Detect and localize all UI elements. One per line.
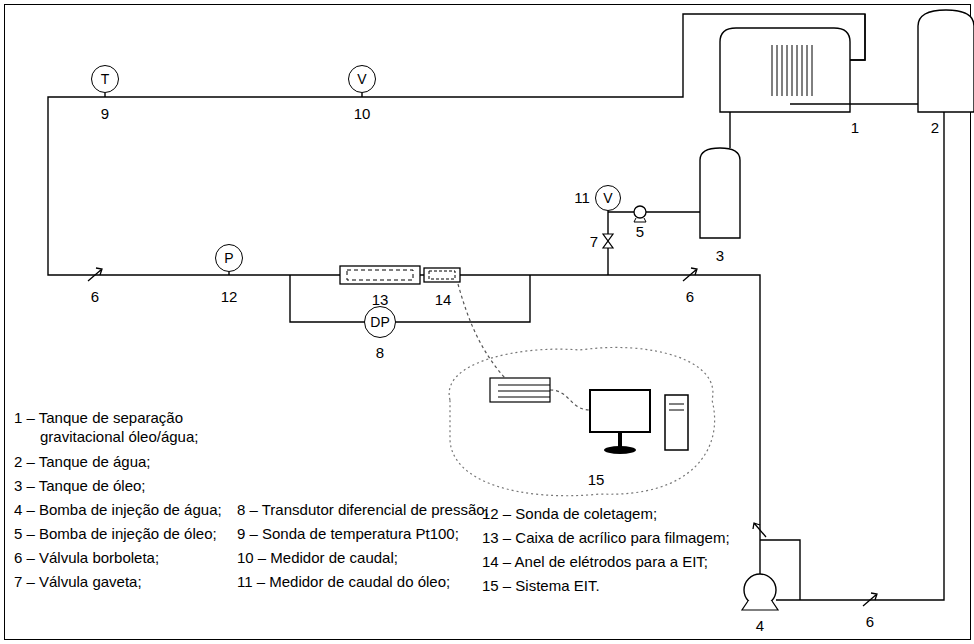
instrument-circle: T: [91, 65, 119, 93]
legend-entry: 10 – Medidor de caudal;: [237, 548, 398, 567]
daq-unit: [490, 378, 550, 402]
callout-number: 6: [91, 288, 99, 306]
legend-entry: 8 – Transdutor diferencial de pressão;: [237, 500, 489, 519]
legend-entry: 13 – Caixa de acrílico para filmagem;: [482, 528, 730, 547]
legend-entry: 4 – Bomba de injeção de água;: [14, 500, 222, 519]
callout-number: 5: [636, 223, 644, 241]
eit-cable: [458, 284, 505, 378]
tank-baffles: [772, 45, 812, 96]
eit-region-outline: [449, 347, 714, 495]
legend-entry: 9 – Sonda de temperatura Pt100;: [237, 524, 459, 543]
callout-number: 6: [866, 613, 874, 631]
instrument-letter: DP: [370, 315, 389, 329]
callout-number: 4: [756, 617, 764, 635]
callout-number: 6: [686, 288, 694, 306]
callout-number: 9: [101, 105, 109, 123]
legend-entry: 7 – Válvula gaveta;: [14, 572, 142, 591]
water-pump-symbol: [742, 574, 778, 610]
callout-number: 10: [354, 105, 371, 123]
instrument-letter: T: [101, 72, 110, 86]
eit-cable: [550, 390, 590, 410]
callout-number: 13: [372, 291, 389, 309]
gate-valve-symbol: [603, 234, 613, 248]
computer-symbol: [590, 390, 688, 454]
callout-number: 1: [851, 119, 859, 137]
instrument-circle: DP: [364, 306, 396, 338]
legend-entry: 6 – Válvula borboleta;: [14, 548, 159, 567]
legend-entry: 2 – Tanque de água;: [14, 452, 151, 471]
callout-number: 15: [588, 471, 605, 489]
legend-entry: 3 – Tanque de óleo;: [14, 476, 146, 495]
callout-number: 14: [435, 291, 452, 309]
instrument-circle: P: [215, 244, 243, 272]
legend-entry: 1 – Tanque de separação gravitacional ól…: [14, 408, 258, 446]
callout-number: 3: [716, 247, 724, 265]
legend-entry: 15 – Sistema EIT.: [482, 576, 600, 595]
legend-entry: 5 – Bomba de injeção de óleo;: [14, 524, 217, 543]
legend-entry: 12 – Sonda de coletagem;: [482, 504, 657, 523]
legend-entry: 14 – Anel de elétrodos para a EIT;: [482, 552, 708, 571]
electrode-ring: [424, 268, 460, 282]
instrument-letter: V: [603, 191, 612, 205]
acrylic-box: [340, 266, 420, 284]
instrument-circle: V: [595, 185, 621, 211]
legend-entry: 11 – Medidor de caudal do óleo;: [237, 572, 450, 591]
callout-number: 11: [574, 189, 590, 207]
instrument-letter: V: [357, 72, 366, 86]
oil-pump-symbol: [634, 206, 646, 222]
separation-tank: [720, 28, 850, 112]
water-tank: [918, 10, 974, 112]
callout-number: 12: [221, 288, 238, 306]
frame: [5, 5, 971, 640]
callout-number: 8: [376, 344, 384, 362]
instrument-letter: P: [224, 251, 233, 265]
callout-number: 7: [590, 233, 598, 251]
instrument-circle: V: [348, 65, 376, 93]
callout-number: 2: [931, 119, 939, 137]
oil-tank: [700, 148, 740, 238]
